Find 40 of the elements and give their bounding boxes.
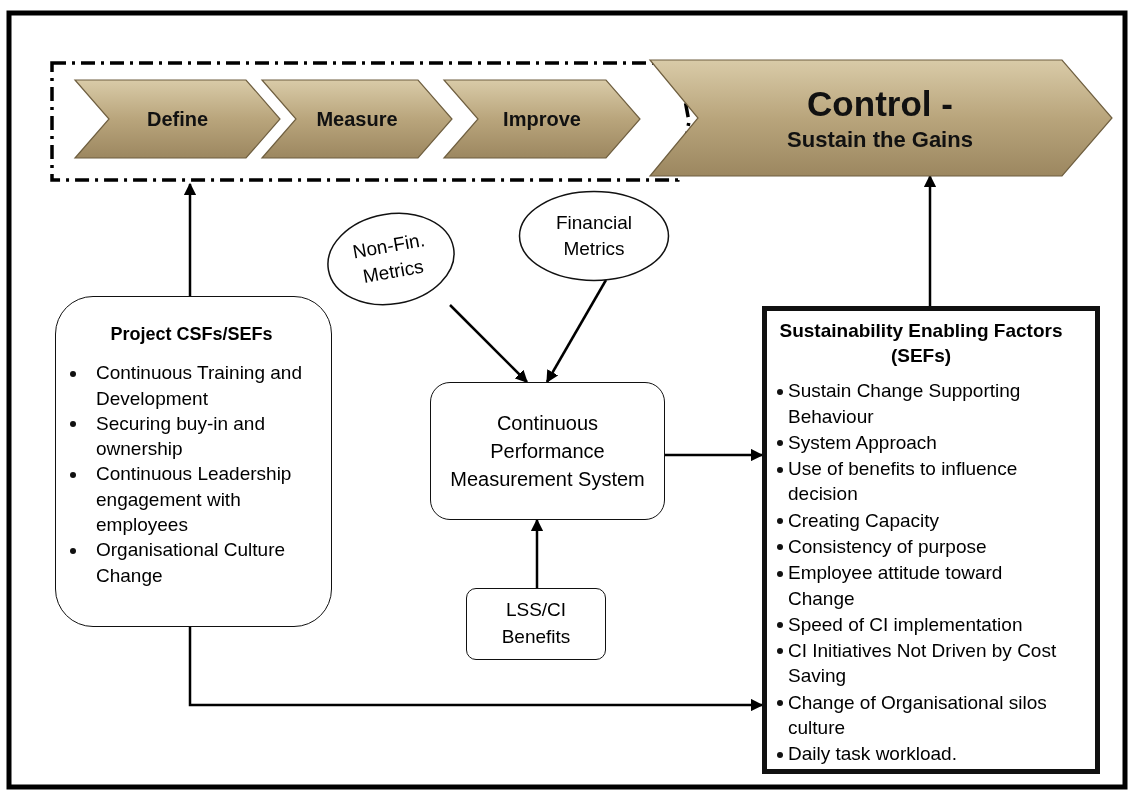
bullet-text: Creating Capacity: [788, 508, 940, 533]
panel-heading: Sustainability Enabling Factors (SEFs): [778, 319, 1064, 368]
bullet-text: Consistency of purpose: [788, 534, 987, 559]
phase-subtitle: Sustain the Gains: [787, 126, 973, 154]
process-box: [430, 382, 665, 520]
phase-title: Define: [146, 106, 209, 132]
box-label: LSS/CI Benefits: [500, 598, 572, 649]
bullet-text: CI Initiatives Not Driven by Cost Saving: [788, 639, 1058, 689]
factor-panel: [55, 296, 332, 627]
box-label: Continuous Performance Measurement System: [449, 411, 646, 492]
phase-title: Measure: [316, 106, 398, 132]
arrow: [183, 182, 197, 296]
bullet-text: Continuous Leadership engagement with employees: [96, 462, 293, 537]
process-step: [444, 80, 640, 158]
process-step: [262, 80, 452, 158]
bullet-text: Use of benefits to influence decision: [788, 457, 1019, 507]
arrow: [188, 627, 764, 712]
bullet-text: Sustain Change Supporting Behaviour: [788, 379, 1022, 429]
bullet-text: Daily task workload.: [788, 742, 957, 767]
bullet-text: Securing buy-in and ownership: [96, 411, 266, 462]
bullet-text: Change of Organisational silos culture: [788, 690, 1048, 740]
metric-ellipse: [518, 190, 670, 282]
panel-heading: Project CSFs/SEFs: [109, 323, 274, 346]
factor-panel: [762, 306, 1100, 774]
bullet-text: Employee attitude toward Change: [788, 561, 1004, 611]
phase-title: Control -: [807, 83, 953, 126]
arrow: [530, 518, 544, 588]
process-box: [466, 588, 606, 660]
metric-label: Financial Metrics: [554, 211, 633, 261]
bullet-text: System Approach: [788, 430, 937, 455]
bullet-text: Continuous Training and Development: [96, 361, 303, 411]
arrow: [449, 304, 528, 383]
phase-banner: [650, 60, 1112, 176]
process-step: [75, 80, 280, 158]
bullet-text: Organisational Culture Change: [96, 538, 287, 588]
phase-title: Improve: [503, 106, 581, 132]
metric-label: Non-Fin. Metrics: [350, 228, 428, 289]
bullet-text: Speed of CI implementation: [788, 612, 1023, 637]
arrow: [665, 448, 764, 462]
arrow: [545, 279, 608, 384]
